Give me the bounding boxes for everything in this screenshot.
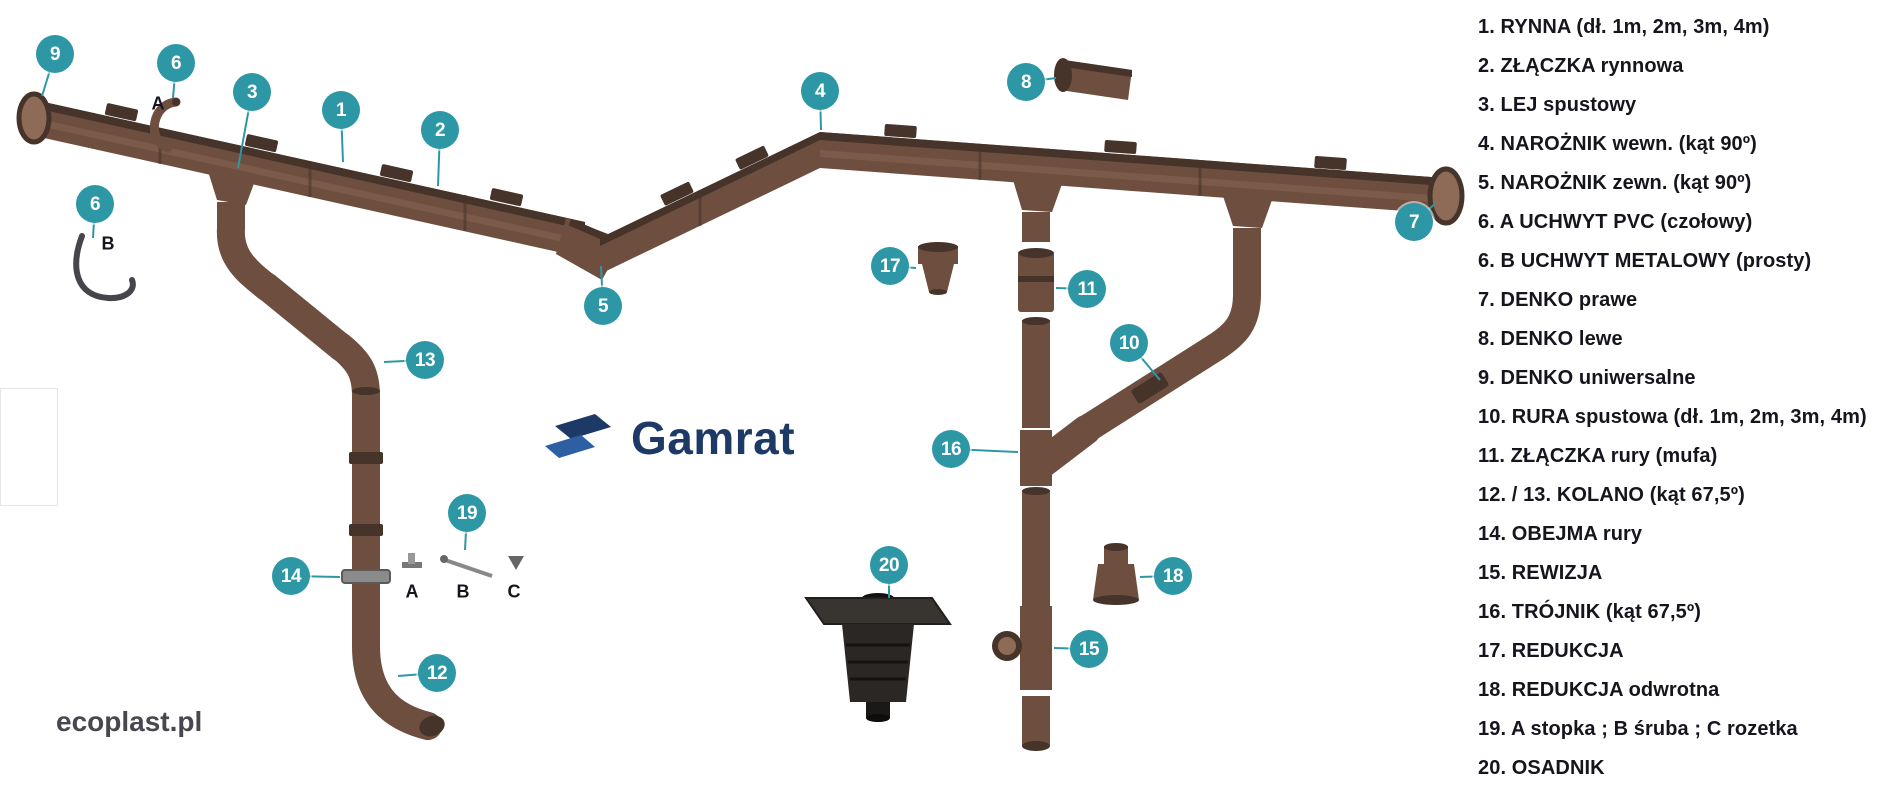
- part-badge-10: 10: [1110, 324, 1148, 362]
- part-badge-1: 1: [322, 91, 360, 129]
- end-cap-left: [1054, 58, 1132, 100]
- badge-leader-lines: [41, 53, 1437, 677]
- part-sub-label-a: A: [405, 581, 419, 602]
- legend-item: 18. REDUKCJA odwrotna: [1478, 679, 1720, 701]
- part-badge-14: 14: [272, 557, 310, 595]
- legend-item: 1. RYNNA (dł. 1m, 2m, 3m, 4m): [1478, 16, 1770, 38]
- part-badge-16: 16: [932, 430, 970, 468]
- faint-box: [0, 388, 58, 506]
- end-cap-right: [1427, 166, 1465, 226]
- legend-item: 3. LEJ spustowy: [1478, 94, 1637, 116]
- legend-item: 8. DENKO lewe: [1478, 328, 1623, 350]
- part-badge-9: 9: [36, 35, 74, 73]
- legend-item: 15. REWIZJA: [1478, 562, 1603, 584]
- reduction-piece: [918, 242, 958, 295]
- part-badge-19: 19: [448, 494, 486, 532]
- legend-item: 9. DENKO uniwersalne: [1478, 367, 1696, 389]
- part-badge-7: 7: [1395, 203, 1433, 241]
- part-badge-6: 6: [157, 44, 195, 82]
- legend-item: 20. OSADNIK: [1478, 757, 1605, 779]
- inspection-piece: [992, 606, 1052, 690]
- end-cap-universal: [16, 91, 52, 145]
- pvc-hook: [149, 97, 181, 153]
- part-badge-11: 11: [1068, 270, 1106, 308]
- gutter-assembly: [16, 58, 1465, 302]
- legend-item: 5. NAROŻNIK zewn. (kąt 90º): [1478, 172, 1752, 194]
- legend-item: 7. DENKO prawe: [1478, 289, 1638, 311]
- site-watermark: ecoplast.pl: [56, 706, 203, 737]
- metal-hook: [73, 233, 136, 302]
- legend-item: 14. OBEJMA rury: [1478, 523, 1643, 545]
- legend-item: 6. B UCHWYT METALOWY (prosty): [1478, 250, 1812, 272]
- legend-item: 4. NAROŻNIK wewn. (kąt 90º): [1478, 133, 1757, 155]
- legend-item: 17. REDUKCJA: [1478, 640, 1624, 662]
- legend-item: 12. / 13. KOLANO (kąt 67,5º): [1478, 484, 1745, 506]
- fastener-kit: [402, 553, 524, 578]
- left-downpipe: [207, 168, 445, 740]
- part-badge-2: 2: [421, 111, 459, 149]
- legend-item: 19. A stopka ; B śruba ; C rozetka: [1478, 718, 1798, 740]
- legend-item: 6. A UCHWYT PVC (czołowy): [1478, 211, 1753, 233]
- settling-trap: [804, 593, 952, 722]
- part-sub-label-b: B: [456, 581, 470, 602]
- part-badge-3: 3: [233, 73, 271, 111]
- part-sub-label-b: B: [101, 233, 115, 254]
- part-badge-4: 4: [801, 72, 839, 110]
- loose-parts: [402, 242, 1139, 722]
- part-badge-12: 12: [418, 654, 456, 692]
- brand-logo: Gamrat: [545, 410, 795, 466]
- part-sub-label-a: A: [151, 93, 165, 114]
- part-badge-18: 18: [1154, 557, 1192, 595]
- brand-logo-text: Gamrat: [631, 412, 796, 464]
- part-badge-8: 8: [1007, 63, 1045, 101]
- part-sub-label-c: C: [507, 581, 521, 602]
- part-badge-13: 13: [406, 341, 444, 379]
- part-badge-17: 17: [871, 247, 909, 285]
- legend-item: 10. RURA spustowa (dł. 1m, 2m, 3m, 4m): [1478, 406, 1867, 428]
- pipe-clamp: [341, 569, 391, 584]
- right-downpipe: [992, 180, 1272, 751]
- legend-item: 16. TRÓJNIK (kąt 67,5º): [1478, 601, 1702, 623]
- legend-item: 11. ZŁĄCZKA rury (mufa): [1478, 445, 1718, 467]
- legend-item: 2. ZŁĄCZKA rynnowa: [1478, 55, 1684, 77]
- inverted-reduction-piece: [1093, 543, 1139, 605]
- part-badge-20: 20: [870, 546, 908, 584]
- part-badge-5: 5: [584, 287, 622, 325]
- part-badge-6: 6: [76, 185, 114, 223]
- gamrat-logo-icon: [545, 414, 611, 458]
- part-badge-15: 15: [1070, 630, 1108, 668]
- legend: 1. RYNNA (dł. 1m, 2m, 3m, 4m) 2. ZŁĄCZKA …: [1478, 16, 1898, 780]
